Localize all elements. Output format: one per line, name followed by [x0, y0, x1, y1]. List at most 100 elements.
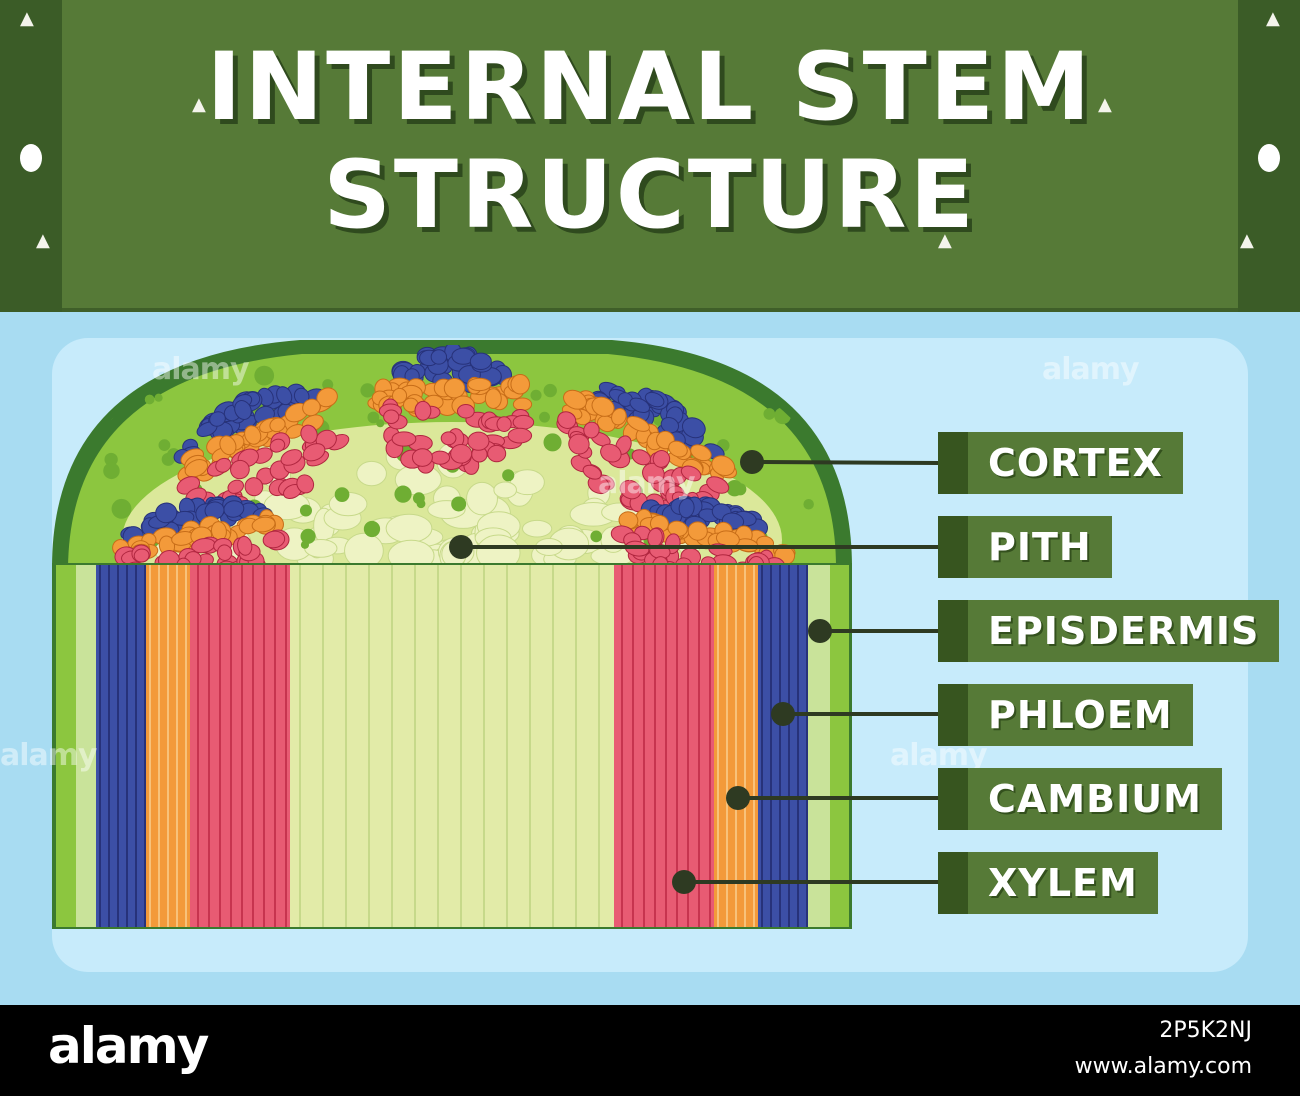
bundle-cell: [668, 440, 688, 458]
bundle-cell: [276, 386, 293, 406]
cortex-cell: [412, 492, 425, 505]
cortex-cell: [367, 411, 380, 424]
banner-hole-left: [20, 144, 42, 172]
pith-cell: [356, 460, 387, 487]
bundle-cell: [681, 417, 706, 439]
bundle-cell: [644, 391, 665, 408]
label-episdermis: EPISDERMIS: [938, 600, 1280, 662]
bundle-cell: [176, 557, 192, 565]
cortex-cell: [451, 496, 467, 512]
bundle-cell: [626, 415, 650, 432]
bundle-cell: [456, 404, 475, 419]
leader-dot: [726, 786, 750, 810]
label-text: EPISDERMIS: [988, 609, 1260, 653]
bundle-cell: [391, 431, 417, 447]
bundle-cell: [251, 516, 276, 533]
bundle-cell: [237, 535, 253, 556]
label-cambium: CAMBIUM: [938, 768, 1222, 830]
bundle-cell: [158, 550, 180, 565]
cortex-cell: [360, 383, 375, 398]
bundle-cell: [563, 389, 587, 410]
label-phloem: PHLOEM: [938, 684, 1193, 746]
cortex-cell: [90, 372, 101, 384]
bundle-cell: [230, 459, 250, 480]
bundle-cell: [629, 397, 651, 414]
rivet-icon: ▲: [192, 94, 206, 115]
bundle-cell: [658, 560, 680, 565]
bundle-cell: [484, 388, 502, 409]
cortex-cell: [300, 540, 310, 549]
bundle-cell: [611, 408, 627, 426]
stem-layer-band: [76, 565, 96, 927]
bundle-cell: [582, 464, 602, 480]
bundle-cell: [296, 474, 315, 494]
label-text: XYLEM: [988, 861, 1138, 905]
bundle-cell: [280, 449, 303, 466]
leader-lines: [449, 450, 941, 894]
rivet-icon: ▲: [1240, 230, 1254, 251]
rivet-icon: ▲: [938, 230, 952, 251]
cortex-cell: [104, 452, 118, 467]
vascular-bundle: [367, 345, 535, 475]
bundle-cell: [227, 479, 244, 494]
bundle-cell: [430, 450, 451, 465]
bundle-cell: [216, 544, 233, 561]
leader-dot: [740, 450, 764, 474]
vascular-bundle: [112, 495, 290, 565]
cortex-cell: [254, 365, 275, 386]
bundle-cell: [391, 387, 408, 404]
bundle-cell: [600, 443, 622, 463]
cortex-cell: [376, 419, 385, 428]
bundle-cell: [209, 411, 226, 427]
bundle-cell: [619, 479, 642, 500]
bundle-cell: [587, 475, 610, 495]
bundle-cell: [269, 417, 286, 433]
bundle-cell: [467, 377, 492, 392]
cortex-cell: [334, 487, 350, 502]
label-text: CAMBIUM: [988, 777, 1202, 821]
bundle-cell: [496, 416, 512, 432]
watermark-text: alamy: [152, 352, 250, 387]
vascular-bundle: [556, 381, 737, 519]
bundle-cell: [215, 457, 232, 473]
title-banner: ▲ ▲ ▲ ▲ ▲ ▲ ▲ INTERNAL STEM STRUCTURE: [0, 0, 1300, 312]
pith-cell: [466, 481, 498, 516]
cortex-cell: [299, 504, 313, 517]
bundle-cell: [631, 449, 651, 466]
page-title: INTERNAL STEM STRUCTURE: [62, 34, 1238, 250]
bundle-cell: [652, 450, 671, 468]
bundle-cell: [678, 498, 695, 519]
cortex-cell: [94, 391, 107, 404]
label-text: PHLOEM: [988, 693, 1173, 737]
leader-line: [751, 460, 941, 465]
bundle-cell: [690, 444, 712, 462]
bundle-cell: [411, 448, 433, 467]
bundle-cell: [155, 502, 178, 524]
bundle-cell: [687, 521, 708, 541]
bundle-cell: [510, 374, 531, 395]
cortex-cell: [726, 479, 743, 497]
cortex-cell: [144, 394, 155, 405]
label-text: PITH: [988, 525, 1092, 569]
bundle-cell: [269, 438, 286, 453]
leader-dot: [449, 535, 473, 559]
bundle-cell: [487, 444, 507, 463]
title-line-2: STRUCTURE: [323, 141, 977, 250]
bundle-cell: [711, 455, 736, 477]
banner-hole-right: [1258, 144, 1280, 172]
footer-id-block: 2P5K2NJ www.alamy.com: [1075, 1013, 1252, 1085]
bundle-cell: [262, 530, 286, 549]
pith-cell: [521, 519, 553, 538]
bundle-cell: [440, 431, 457, 446]
watermark-text: alamy: [0, 738, 98, 773]
stock-footer: alamy 2P5K2NJ www.alamy.com: [0, 1005, 1300, 1096]
cortex-cell: [763, 408, 776, 420]
stem-layer-band: [96, 565, 146, 927]
stem-layers: [56, 565, 849, 927]
cortex-cell: [530, 389, 542, 401]
infographic: ▲ ▲ ▲ ▲ ▲ ▲ ▲ INTERNAL STEM STRUCTURE: [0, 0, 1300, 1005]
leader-dot: [771, 702, 795, 726]
stem-layer-band: [190, 565, 290, 927]
bundle-cell: [133, 548, 150, 563]
bundle-cell: [124, 561, 145, 565]
